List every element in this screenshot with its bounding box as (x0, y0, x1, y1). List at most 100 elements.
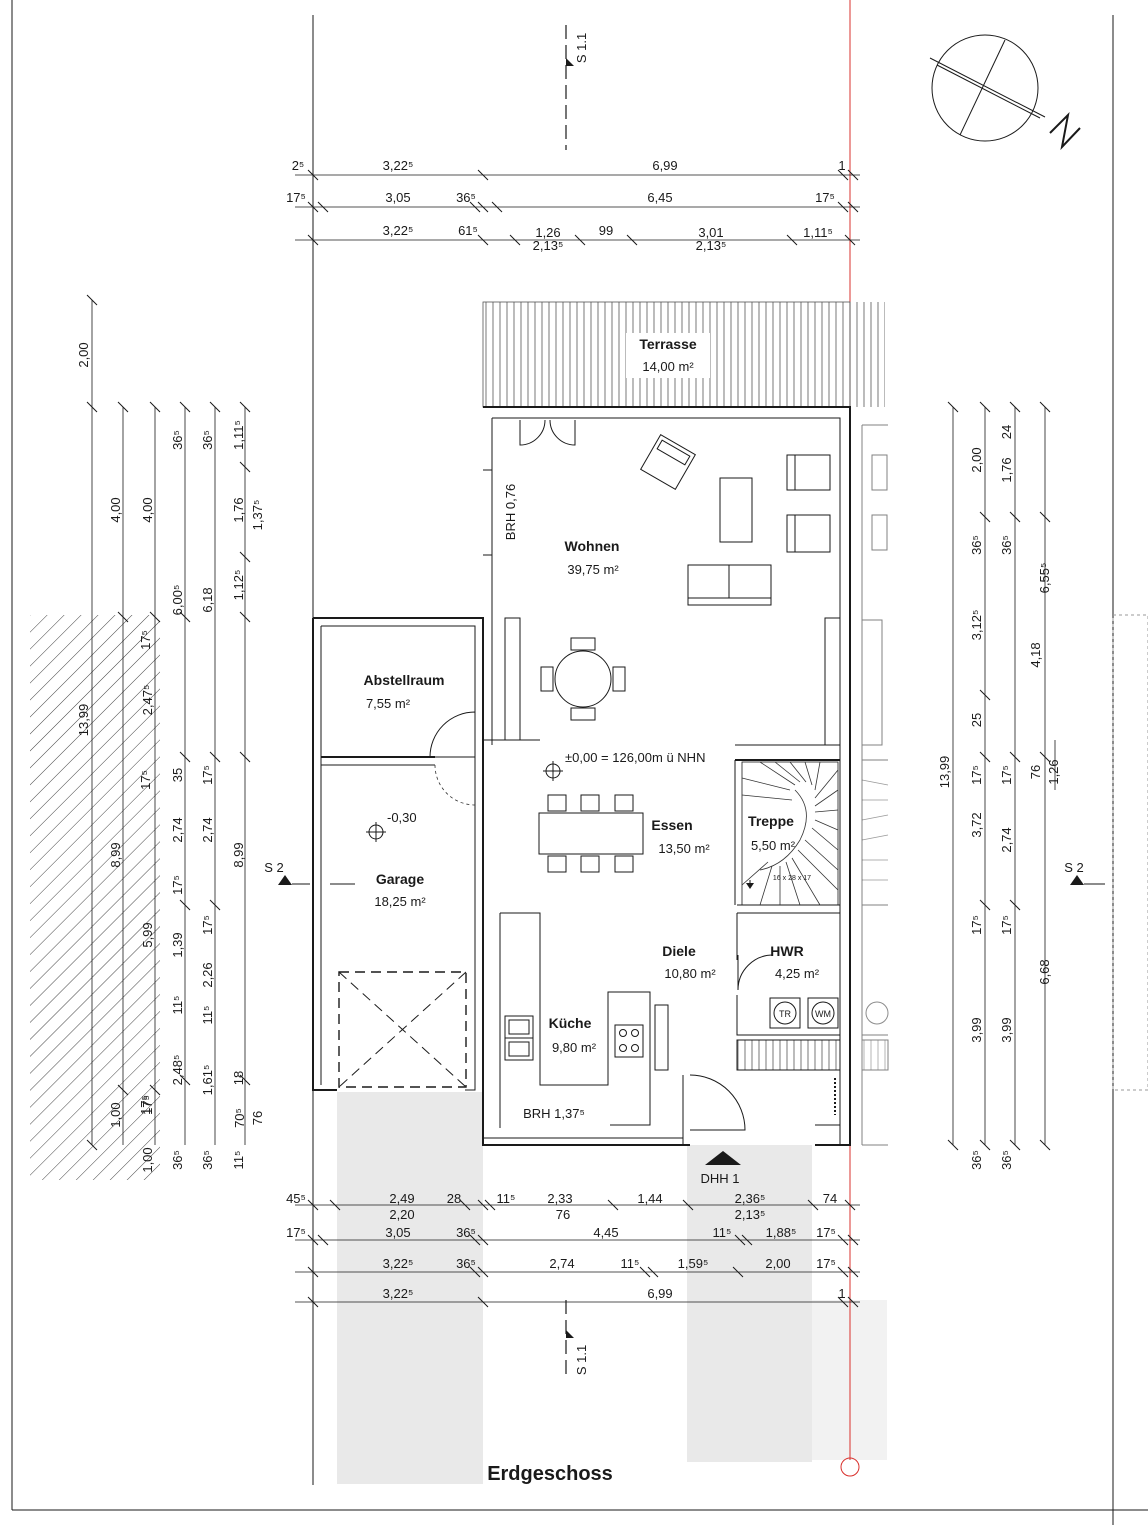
svg-text:2,00: 2,00 (76, 342, 91, 367)
svg-text:11⁵: 11⁵ (200, 1006, 215, 1025)
svg-text:6,18: 6,18 (200, 587, 215, 612)
svg-text:1,76: 1,76 (999, 457, 1014, 482)
svg-text:35: 35 (170, 768, 185, 782)
svg-text:1,00: 1,00 (108, 1102, 123, 1127)
bottom-dimensions: 45⁵ 2,49 28 11⁵ 2,33 1,44 2,36⁵ 74 2,20 … (286, 1191, 846, 1301)
svg-text:3,05: 3,05 (385, 190, 410, 205)
svg-text:17⁵: 17⁵ (969, 915, 984, 935)
abstellraum-label: Abstellraum (364, 672, 445, 688)
svg-text:2,47⁵: 2,47⁵ (140, 685, 155, 716)
svg-text:17⁵: 17⁵ (138, 1095, 153, 1115)
left-dimensions: 2,00 13,99 1,00 4,00 8,99 1,00 4,00 5,99… (76, 342, 265, 1172)
svg-text:36⁵: 36⁵ (170, 430, 185, 450)
living-furniture (540, 433, 831, 721)
svg-text:3,01: 3,01 (698, 225, 723, 240)
diele-area: 10,80 m² (664, 966, 716, 981)
garage-level-note: -0,30 (387, 810, 417, 825)
room-labels: Terrasse 14,00 m² Wohnen 39,75 m² Abstel… (364, 336, 820, 1055)
neighbour-house (861, 424, 889, 1146)
svg-text:6,00⁵: 6,00⁵ (170, 585, 185, 616)
svg-text:25: 25 (969, 713, 984, 727)
svg-text:76: 76 (556, 1207, 570, 1222)
svg-text:17⁵: 17⁵ (170, 875, 185, 895)
svg-text:2,00: 2,00 (969, 447, 984, 472)
svg-text:2,33: 2,33 (547, 1191, 572, 1206)
essen-area: 13,50 m² (658, 841, 710, 856)
terrasse-label: Terrasse (639, 336, 697, 352)
svg-text:17⁵: 17⁵ (286, 1225, 306, 1240)
drawing-title: Erdgeschoss (487, 1463, 613, 1485)
section-label-right: S 2 (1064, 860, 1084, 875)
svg-text:17⁵: 17⁵ (816, 1256, 836, 1271)
svg-text:4,00: 4,00 (108, 497, 123, 522)
terrasse-area: 14,00 m² (642, 359, 694, 374)
svg-text:17⁵: 17⁵ (138, 630, 153, 650)
svg-text:6,45: 6,45 (647, 190, 672, 205)
annotations: ±0,00 = 126,00m ü NHN -0,30 BRH 0,76 BRH… (264, 33, 1084, 1375)
svg-text:11⁵: 11⁵ (497, 1191, 516, 1206)
svg-text:4,45: 4,45 (593, 1225, 618, 1240)
hwr-label: HWR (770, 943, 803, 959)
svg-text:36⁵: 36⁵ (456, 1256, 476, 1271)
treppe-area: 5,50 m² (751, 838, 796, 853)
svg-text:17⁵: 17⁵ (969, 765, 984, 785)
house-walls (312, 406, 851, 1146)
svg-text:36⁵: 36⁵ (200, 1150, 215, 1170)
treppe-label: Treppe (748, 813, 794, 829)
svg-text:36⁵: 36⁵ (456, 1225, 476, 1240)
svg-text:3,72: 3,72 (969, 812, 984, 837)
svg-text:3,99: 3,99 (969, 1017, 984, 1042)
svg-text:2,74: 2,74 (170, 817, 185, 842)
svg-text:1,11⁵: 1,11⁵ (803, 225, 833, 240)
svg-text:2,26: 2,26 (200, 962, 215, 987)
level-note: ±0,00 = 126,00m ü NHN (565, 750, 705, 765)
svg-text:1,26: 1,26 (535, 225, 560, 240)
north-arrow-icon (929, 34, 1081, 151)
terrasse-area (482, 301, 885, 408)
svg-text:11⁵: 11⁵ (231, 1151, 246, 1170)
svg-text:1,26: 1,26 (1046, 759, 1061, 784)
staircase (741, 761, 839, 906)
svg-text:6,99: 6,99 (647, 1286, 672, 1301)
washer-label: WM (815, 1009, 831, 1019)
svg-text:2,20: 2,20 (389, 1207, 414, 1222)
svg-text:4,18: 4,18 (1028, 642, 1043, 667)
svg-text:11⁵: 11⁵ (621, 1256, 640, 1271)
svg-text:36⁵: 36⁵ (200, 430, 215, 450)
kitchen-fixtures (504, 1004, 669, 1071)
svg-text:61⁵: 61⁵ (458, 223, 478, 238)
level-marker-icon (366, 761, 563, 842)
top-dimensions: 2⁵ 3,22⁵ 6,99 1 17⁵ 3,05 36⁵ 6,45 17⁵ 3,… (286, 158, 846, 253)
svg-text:36⁵: 36⁵ (170, 1150, 185, 1170)
wohnen-area: 39,75 m² (567, 562, 619, 577)
svg-text:17⁵: 17⁵ (999, 765, 1014, 785)
svg-text:1,88⁵: 1,88⁵ (766, 1225, 797, 1240)
svg-text:8,99: 8,99 (108, 842, 123, 867)
svg-text:17⁵: 17⁵ (286, 190, 306, 205)
svg-text:36⁵: 36⁵ (999, 1150, 1014, 1170)
svg-text:1,39: 1,39 (170, 932, 185, 957)
svg-text:1,44: 1,44 (637, 1191, 662, 1206)
section-label-left: S 2 (264, 860, 284, 875)
hwr-appliances: TR WM (769, 997, 839, 1115)
svg-text:11⁵: 11⁵ (170, 996, 185, 1015)
forecourt-shading (337, 1092, 887, 1484)
svg-text:2,13⁵: 2,13⁵ (735, 1207, 766, 1222)
svg-text:3,99: 3,99 (999, 1017, 1014, 1042)
neighbour-appliance (865, 1001, 889, 1025)
svg-text:6,99: 6,99 (652, 158, 677, 173)
svg-text:74: 74 (823, 1191, 837, 1206)
stair-spec: 16 x 28 x 17 (773, 875, 811, 882)
svg-text:1,61⁵: 1,61⁵ (200, 1065, 215, 1096)
svg-text:36⁵: 36⁵ (999, 535, 1014, 555)
svg-text:1: 1 (838, 158, 845, 173)
svg-text:18: 18 (231, 1071, 246, 1085)
neighbour-staircase (861, 779, 889, 881)
svg-text:17⁵: 17⁵ (140, 1095, 155, 1115)
svg-text:1,11⁵: 1,11⁵ (231, 420, 246, 450)
svg-text:3,05: 3,05 (385, 1225, 410, 1240)
svg-text:1,76: 1,76 (231, 497, 246, 522)
svg-text:17⁵: 17⁵ (999, 915, 1014, 935)
wohnen-label: Wohnen (565, 538, 620, 554)
svg-text:2,36⁵: 2,36⁵ (735, 1191, 766, 1206)
